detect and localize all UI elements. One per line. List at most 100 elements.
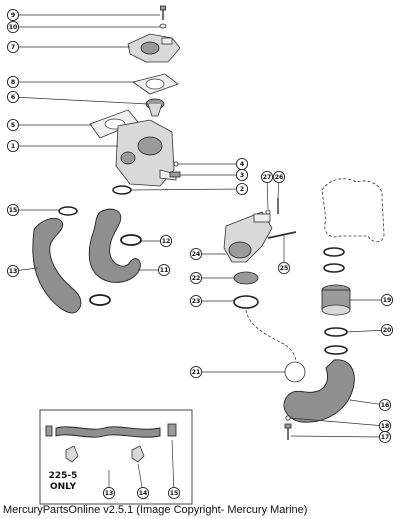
callout-number: 15 — [9, 207, 18, 214]
hose-16 — [283, 359, 355, 423]
callout-21: 21 — [189, 365, 203, 379]
callout-number: 26 — [275, 174, 284, 181]
callout-number: 3 — [240, 172, 244, 179]
washer-18 — [285, 415, 291, 421]
leader-line-18 — [289, 417, 386, 427]
callout-number: 7 — [11, 44, 15, 51]
leader-line-20 — [346, 329, 388, 333]
callout-number: 10 — [9, 24, 18, 31]
callout-15: 15 — [167, 486, 181, 500]
callout-number: 17 — [381, 434, 390, 441]
callout-26: 26 — [272, 170, 286, 184]
leader-line-15 — [171, 439, 175, 494]
callout-6: 6 — [6, 90, 20, 104]
hose-11 — [88, 208, 141, 283]
clamp-12 — [120, 234, 142, 246]
callout-number: 9 — [11, 12, 15, 19]
callout-number: 18 — [381, 423, 390, 430]
washer-27 — [265, 209, 271, 215]
inset-box — [39, 409, 193, 505]
ring-21 — [284, 361, 306, 383]
callout-number: 14 — [139, 490, 148, 497]
callout-number: 1 — [11, 143, 15, 150]
callout-circle — [378, 430, 392, 444]
callout-number: 25 — [280, 265, 289, 272]
leader-line-6 — [12, 96, 149, 105]
bolt-25 — [267, 231, 297, 239]
callout-number: 19 — [383, 297, 392, 304]
callout-circle — [102, 486, 116, 500]
callout-number: 23 — [192, 298, 201, 305]
callout-number: 5 — [11, 122, 15, 129]
callout-9: 9 — [6, 8, 20, 22]
callout-number: 11 — [160, 267, 169, 274]
grommet-22 — [233, 271, 259, 285]
clamp-15 — [58, 206, 78, 216]
callout-19: 19 — [380, 293, 394, 307]
callout-3: 3 — [235, 168, 249, 182]
hose-13 — [32, 217, 82, 314]
leader-line-17 — [290, 435, 386, 438]
callout-1: 1 — [6, 139, 20, 153]
callout-18: 18 — [378, 419, 392, 433]
callout-circle — [159, 234, 173, 248]
inset-hoses — [45, 423, 177, 463]
gasket-8 — [132, 73, 179, 95]
callout-circle — [277, 261, 291, 275]
callout-number: 13 — [9, 268, 18, 275]
callout-27: 27 — [260, 170, 274, 184]
callout-16: 16 — [378, 398, 392, 412]
callout-7: 7 — [6, 40, 20, 54]
callout-number: 15 — [170, 490, 179, 497]
callout-15: 15 — [6, 203, 20, 217]
screw-9 — [160, 5, 166, 20]
callout-circle — [189, 365, 203, 379]
clamp-2 — [112, 185, 132, 195]
callout-circle — [189, 247, 203, 261]
clamp-14 — [89, 294, 111, 306]
callout-number: 20 — [383, 327, 392, 334]
callout-circle — [6, 90, 20, 104]
adapter-19 — [321, 284, 351, 316]
callout-24: 24 — [189, 247, 203, 261]
callout-circle — [189, 294, 203, 308]
callout-number: 21 — [192, 369, 201, 376]
callout-circle — [189, 271, 203, 285]
callout-circle — [6, 118, 20, 132]
callout-circle — [380, 323, 394, 337]
cover-7 — [127, 33, 181, 63]
callout-circle — [260, 170, 274, 184]
callout-circle — [157, 263, 171, 277]
callout-number: 16 — [381, 402, 390, 409]
callout-4: 4 — [235, 157, 249, 171]
callout-number: 12 — [162, 238, 171, 245]
fitting-3 — [169, 171, 181, 178]
callout-circle — [235, 182, 249, 196]
callout-25: 25 — [277, 261, 291, 275]
callout-circle — [167, 486, 181, 500]
callout-number: 24 — [192, 251, 201, 258]
callout-17: 17 — [378, 430, 392, 444]
callout-8: 8 — [6, 75, 20, 89]
callout-20: 20 — [380, 323, 394, 337]
washer-4 — [173, 161, 179, 167]
callout-5: 5 — [6, 118, 20, 132]
callout-13: 13 — [102, 486, 116, 500]
callout-11: 11 — [157, 263, 171, 277]
callout-12: 12 — [159, 234, 173, 248]
screw-17 — [284, 423, 292, 440]
callout-number: 22 — [192, 275, 201, 282]
callout-circle — [6, 139, 20, 153]
callout-circle — [6, 264, 20, 278]
callout-circle — [6, 20, 20, 34]
clamp-upper-right — [323, 247, 345, 273]
clamp-20 — [324, 327, 348, 355]
callout-number: 8 — [11, 79, 15, 86]
callout-number: 2 — [240, 186, 244, 193]
callout-2: 2 — [235, 182, 249, 196]
housing-1 — [115, 119, 177, 187]
thermostat-6 — [145, 98, 165, 117]
callout-10: 10 — [6, 20, 20, 34]
callout-14: 14 — [136, 486, 150, 500]
